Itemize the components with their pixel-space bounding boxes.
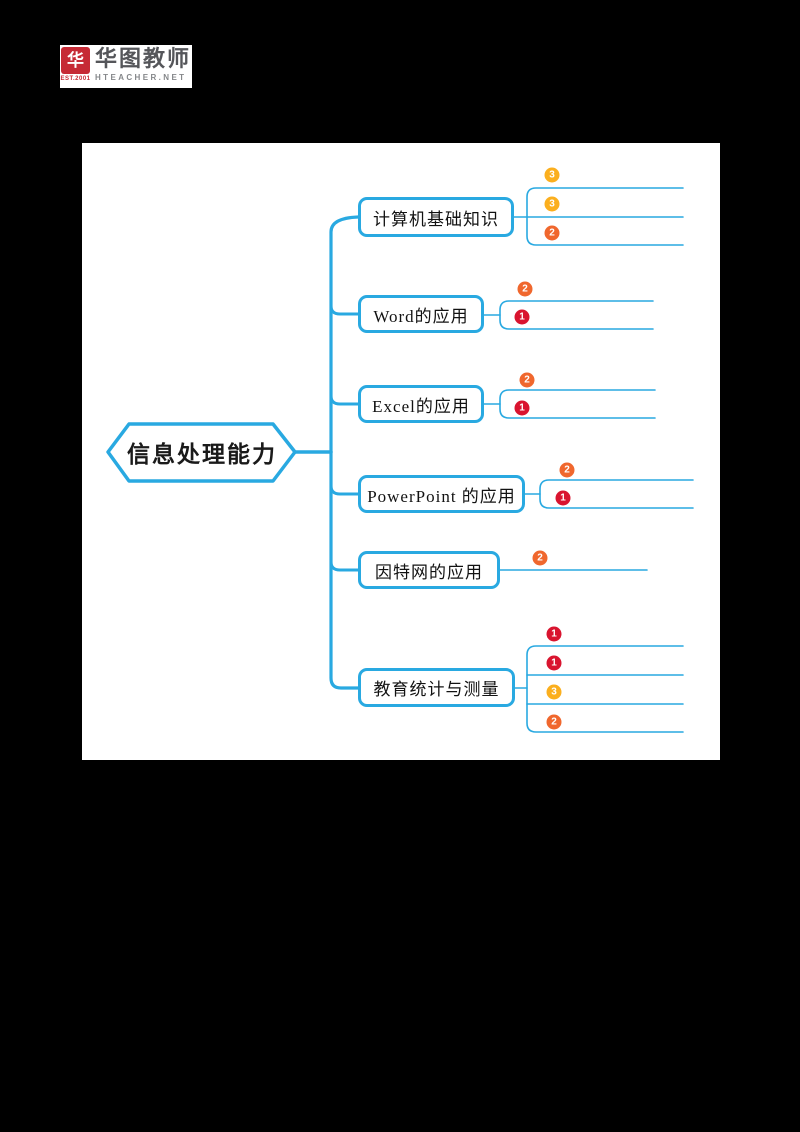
logo-est-caption: EST.2001 [60, 76, 91, 82]
badge-count: 1 [514, 309, 530, 325]
brand-name: 华图教师 [95, 46, 192, 71]
badge-count: 2 [559, 462, 575, 478]
connector-children-statistics [526, 645, 684, 733]
badge-count: 3 [546, 684, 562, 700]
badge-count: 2 [532, 550, 548, 566]
huatu-logo: 华 EST.2001 华图教师 HTEACHER.NET [60, 45, 192, 88]
node-computer-basics: 计算机基础知识 [358, 197, 514, 237]
logo-glyph: 华 [67, 51, 84, 70]
brand-domain: HTEACHER.NET [95, 73, 187, 82]
badge-count: 2 [546, 714, 562, 730]
badge-count: 1 [546, 655, 562, 671]
node-powerpoint: PowerPoint 的应用 [358, 475, 525, 513]
badge-count: 1 [514, 400, 530, 416]
badge-count: 2 [544, 225, 560, 241]
connector-stub-powerpoint [329, 484, 360, 496]
badge-count: 3 [544, 196, 560, 212]
mindmap-connectors [106, 187, 694, 733]
connector-stub-word [329, 304, 360, 316]
badge-count: 2 [519, 372, 535, 388]
badge-count: 1 [546, 626, 562, 642]
node-statistics: 教育统计与测量 [358, 668, 515, 707]
node-internet: 因特网的应用 [358, 551, 500, 589]
badge-count: 1 [555, 490, 571, 506]
node-excel: Excel的应用 [358, 385, 484, 423]
huatu-logo-text: 华图教师 HTEACHER.NET [91, 45, 192, 83]
badge-count: 3 [544, 167, 560, 183]
connector-spine [329, 215, 360, 690]
badge-count: 2 [517, 281, 533, 297]
root-node-label: 信息处理能力 [127, 441, 277, 467]
connector-stub-excel [329, 394, 360, 406]
huatu-logo-mark: 华 EST.2001 [60, 45, 91, 88]
connector-stub-internet [329, 560, 360, 572]
node-word: Word的应用 [358, 295, 484, 333]
huatu-logo-icon: 华 [61, 47, 90, 74]
